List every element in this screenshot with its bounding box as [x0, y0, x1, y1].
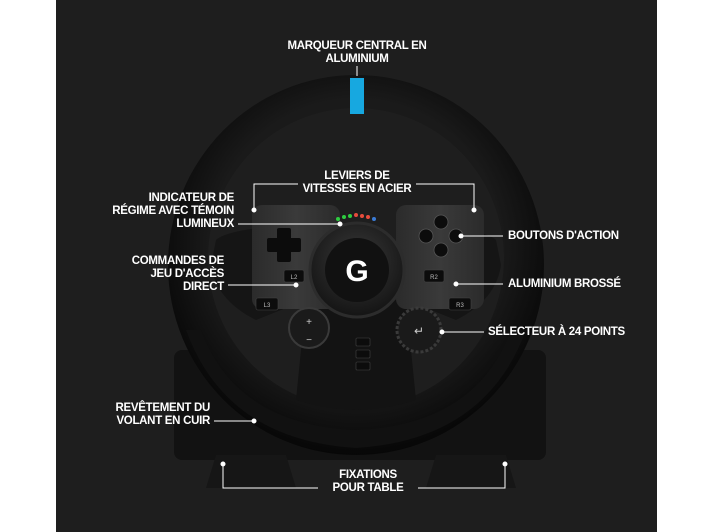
enter-icon: ↵: [414, 324, 424, 338]
l3-button: [255, 297, 279, 311]
plus-minus-dial: [288, 307, 330, 349]
r2-label: R2: [430, 275, 438, 281]
l2-button: [283, 269, 305, 283]
callout-rpm: INDICATEUR DE RÉGIME AVEC TÉMOIN LUMINEU…: [112, 192, 234, 230]
logitech-g-logo: G: [345, 255, 368, 288]
callout-lines: [214, 66, 508, 489]
callout-game-controls: COMMANDES DE JEU D'ACCÈS DIRECT: [131, 255, 225, 293]
callout-mounts: FIXATIONS POUR TABLE: [332, 469, 404, 494]
product-image-frame: L2 R2 L3 R3 + − ↵ G: [56, 0, 657, 532]
callout-leather: REVÊTEMENT DU VOLANT EN CUIR: [115, 402, 211, 427]
callout-aluminium: ALUMINIUM BROSSÉ: [508, 278, 621, 290]
r3-button: [448, 297, 472, 311]
center-marker-stripe: [350, 78, 364, 114]
l3-label: L3: [264, 303, 271, 309]
callout-paddles: LEVIERS DE VITESSES EN ACIER: [302, 170, 412, 195]
plus-label: +: [306, 317, 312, 328]
callout-selector: SÉLECTEUR À 24 POINTS: [488, 326, 625, 338]
callout-action-buttons: BOUTONS D'ACTION: [508, 230, 619, 242]
r3-label: R3: [456, 303, 464, 309]
callout-center-marker: MARQUEUR CENTRAL EN ALUMINIUM: [287, 40, 427, 65]
rpm-leds: [336, 213, 376, 221]
l2-label: L2: [291, 275, 298, 281]
minus-label: −: [306, 335, 312, 346]
hub-cap: [325, 238, 389, 302]
steering-wheel-illustration: L2 R2 L3 R3 + − ↵ G: [168, 66, 546, 489]
r2-button: [423, 269, 445, 283]
